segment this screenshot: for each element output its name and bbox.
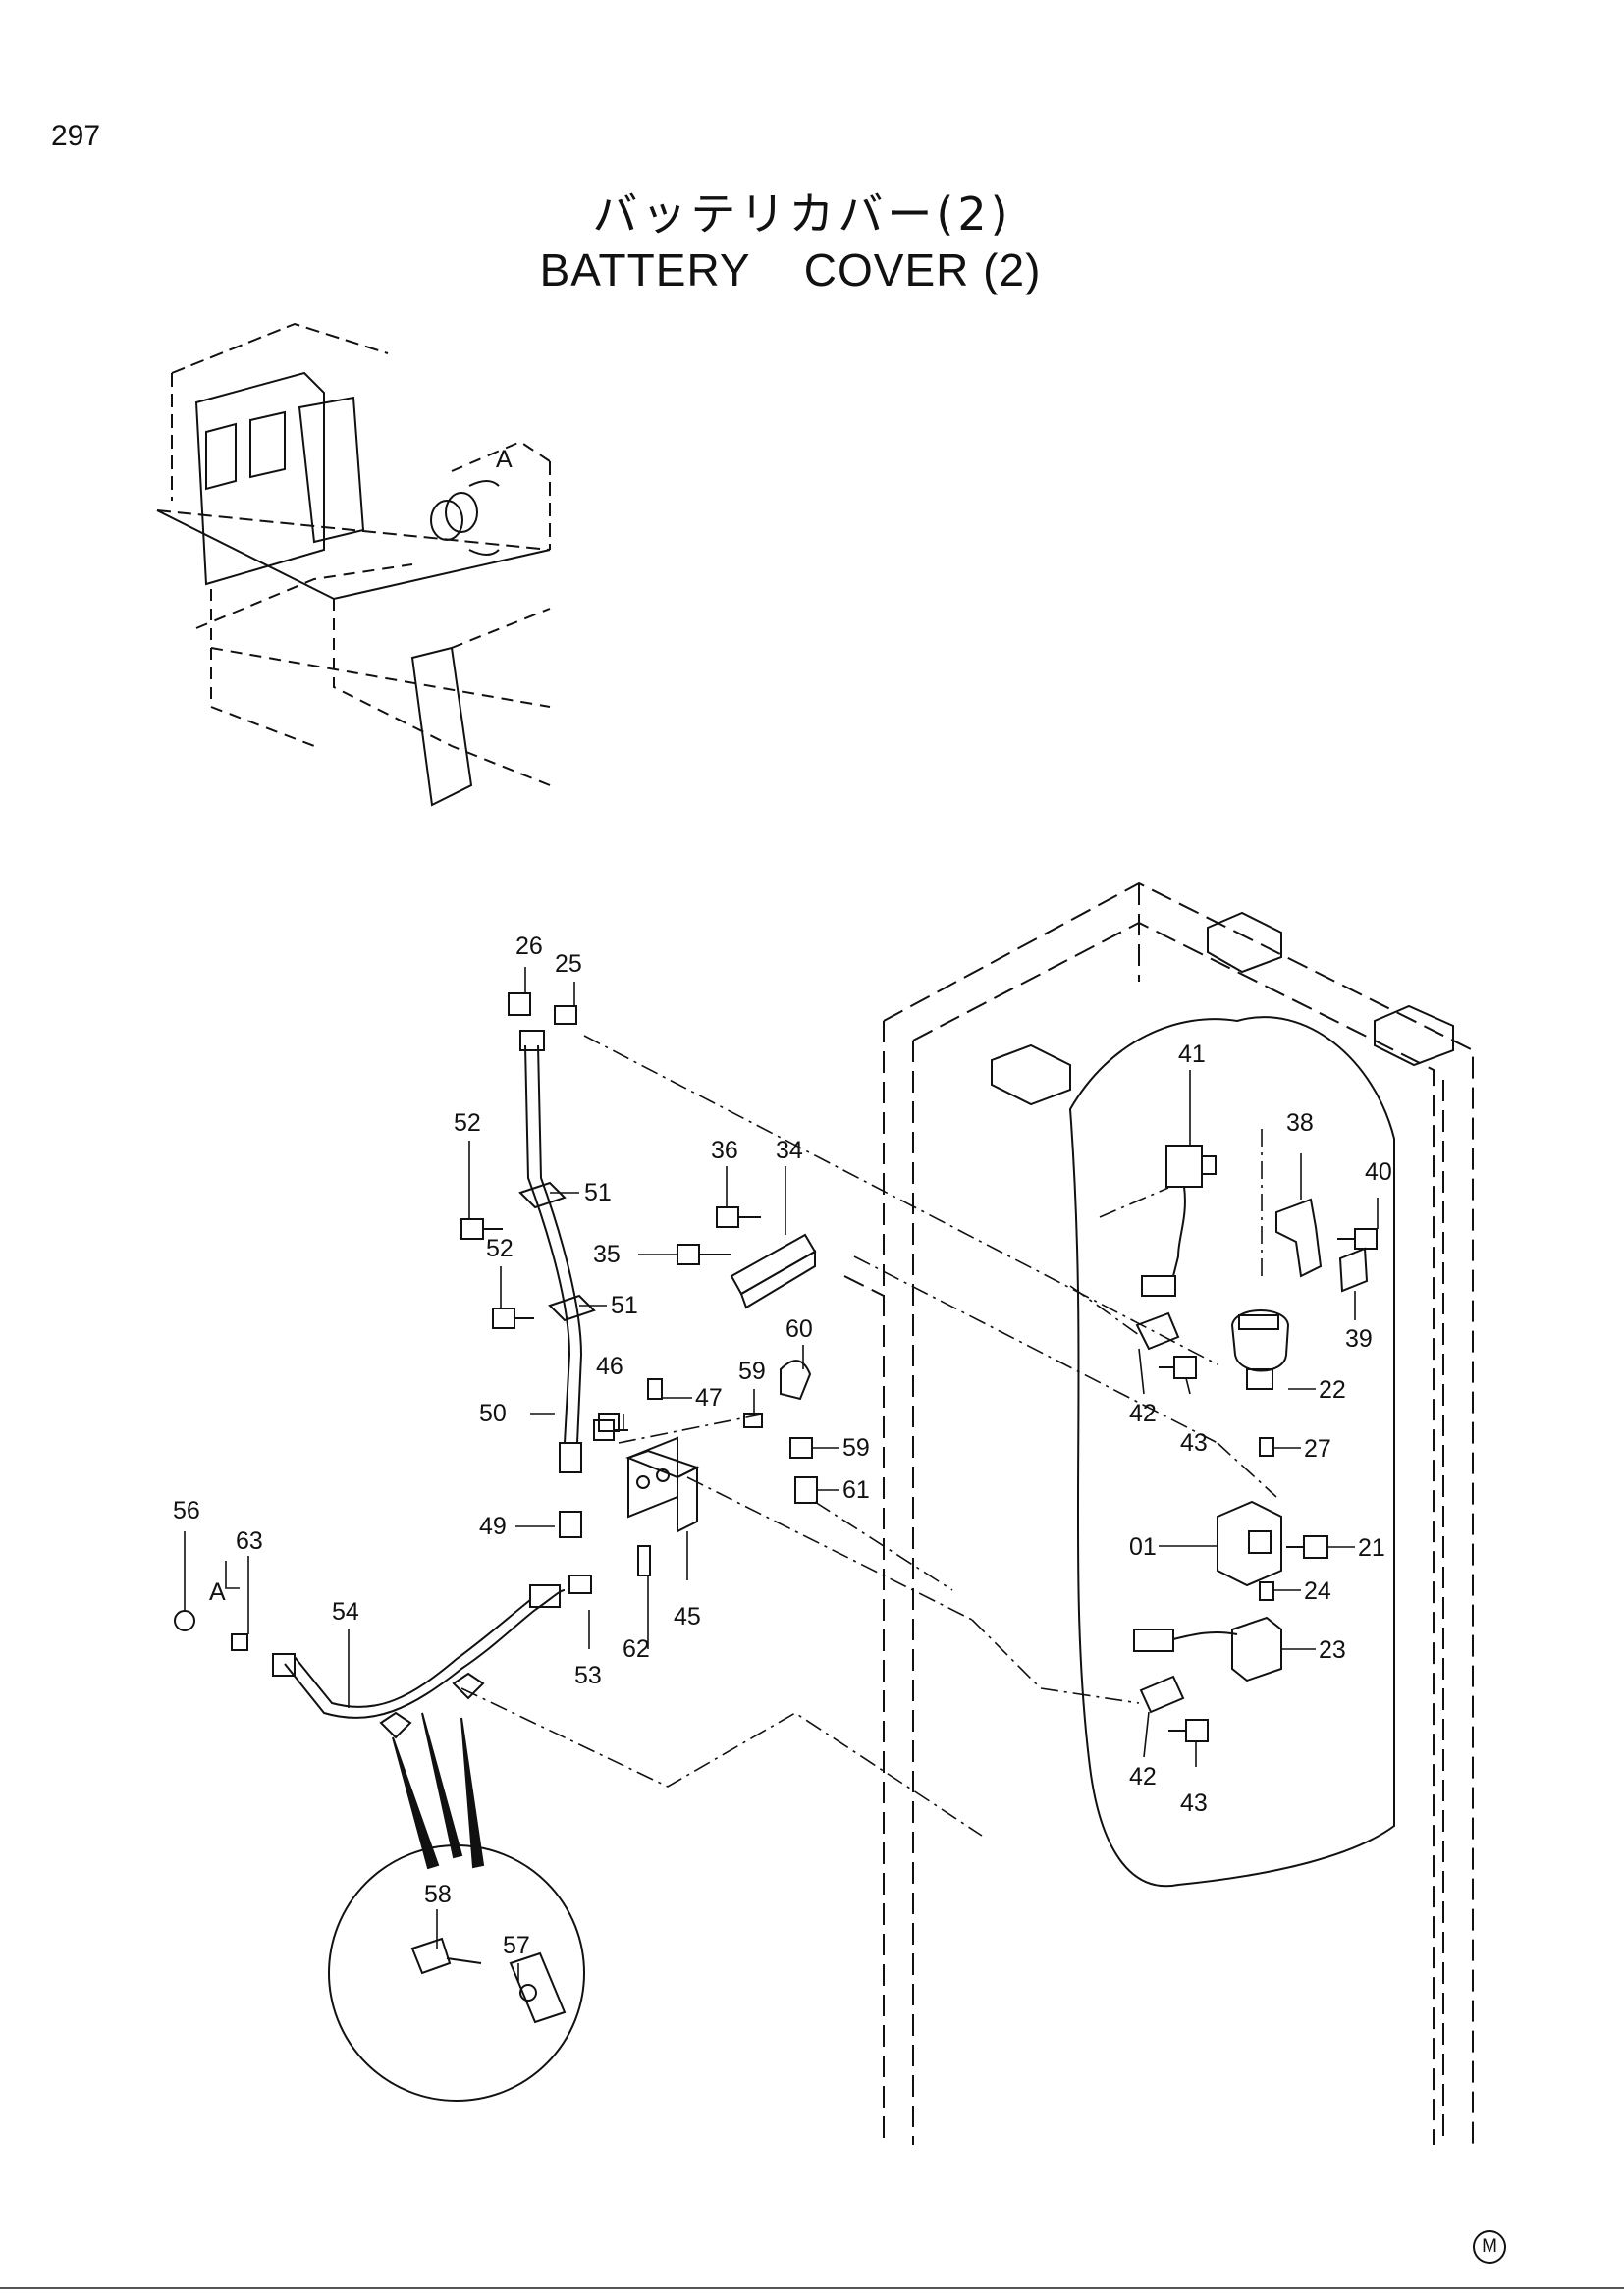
battery-box-frame bbox=[843, 881, 1474, 2145]
detail-view-circle bbox=[328, 1712, 585, 2102]
page-title-japanese: バッテリカバー(2) bbox=[592, 187, 1012, 240]
part-label-22: 22 bbox=[1319, 1376, 1346, 1404]
part-label-51: 51 bbox=[611, 1292, 638, 1319]
electrical-components bbox=[1133, 1145, 1378, 1742]
footer-rule bbox=[0, 2287, 1624, 2289]
part-label-41: 41 bbox=[1178, 1041, 1206, 1068]
leader-lines bbox=[184, 967, 1379, 1983]
connection-lines bbox=[460, 1035, 1277, 1837]
part-label-60: 60 bbox=[785, 1315, 813, 1343]
part-label-59: 59 bbox=[842, 1434, 870, 1462]
inner-plate-outline bbox=[1068, 1016, 1395, 1888]
part-label-52: 52 bbox=[486, 1235, 514, 1262]
part-label-42: 42 bbox=[1129, 1400, 1157, 1427]
part-label-39: 39 bbox=[1345, 1325, 1373, 1353]
part-label-21: 21 bbox=[1358, 1534, 1385, 1562]
part-label-46: 46 bbox=[596, 1353, 623, 1380]
frame-mounting-pads bbox=[991, 911, 1454, 1106]
part-label-58: 58 bbox=[424, 1881, 452, 1908]
part-label-62: 62 bbox=[623, 1635, 650, 1663]
part-label-34: 34 bbox=[776, 1137, 803, 1164]
pipe-assembly bbox=[174, 992, 818, 1739]
part-label-54: 54 bbox=[332, 1598, 359, 1626]
part-label-57: 57 bbox=[503, 1932, 530, 1959]
part-label-61: 61 bbox=[842, 1476, 870, 1504]
part-label-27: 27 bbox=[1304, 1435, 1331, 1463]
part-label-36: 36 bbox=[711, 1137, 738, 1164]
part-label-56: 56 bbox=[173, 1497, 200, 1524]
part-label-53: 53 bbox=[574, 1662, 602, 1689]
part-label-25: 25 bbox=[555, 950, 582, 978]
part-label-52: 52 bbox=[454, 1109, 481, 1137]
part-label-26: 26 bbox=[515, 933, 543, 960]
page-title-english: BATTERY COVER (2) bbox=[539, 244, 1042, 295]
part-label-01: 01 bbox=[1129, 1533, 1157, 1561]
page-number: 297 bbox=[51, 120, 101, 152]
part-label-40: 40 bbox=[1365, 1158, 1392, 1186]
part-label-63: 63 bbox=[236, 1527, 263, 1555]
part-label-50: 50 bbox=[479, 1400, 507, 1427]
part-label-45: 45 bbox=[674, 1603, 701, 1630]
part-label-47: 47 bbox=[695, 1384, 723, 1412]
machine-overview-drawing: A bbox=[156, 322, 551, 807]
part-label-23: 23 bbox=[1319, 1636, 1346, 1664]
part-label-49: 49 bbox=[479, 1513, 507, 1540]
part-label-35: 35 bbox=[593, 1241, 621, 1268]
part-label-24: 24 bbox=[1304, 1577, 1331, 1605]
svg-text:A: A bbox=[496, 446, 513, 473]
detail-marker-a: A bbox=[209, 1578, 226, 1606]
part-label-59: 59 bbox=[738, 1358, 766, 1385]
part-number-labels: 26 25 52 51 52 51 50 49 46 47 59 60 59 6… bbox=[173, 933, 1392, 1959]
part-label-51: 51 bbox=[584, 1179, 612, 1206]
footer-m-mark: M bbox=[1473, 2230, 1506, 2264]
part-label-43: 43 bbox=[1180, 1429, 1208, 1457]
part-label-42: 42 bbox=[1129, 1763, 1157, 1790]
part-label-38: 38 bbox=[1286, 1109, 1314, 1137]
part-label-43: 43 bbox=[1180, 1789, 1208, 1817]
